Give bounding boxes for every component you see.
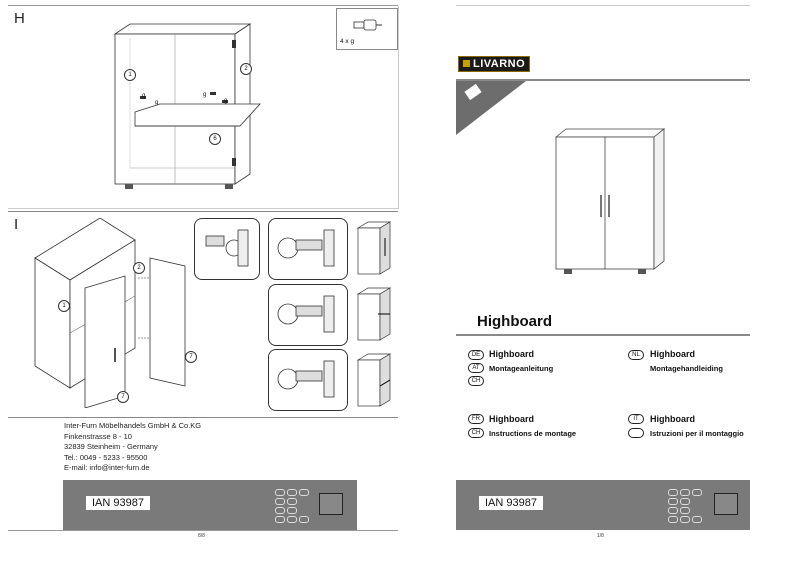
callout-7: 7 [117, 391, 129, 403]
lang-title-de: Highboard [489, 349, 534, 359]
product-title: Highboard [477, 313, 552, 330]
hinge-adjust-icon [277, 229, 335, 267]
flag-icon [668, 498, 678, 505]
barcode-box [319, 493, 343, 515]
ian-number: IAN 93987 [479, 496, 543, 510]
company-city: 32839 Steinheim - Germany [64, 442, 158, 452]
flag-icon [692, 489, 702, 496]
lang-sub-de: Montageanleitung [489, 364, 554, 373]
lang-sub-it: Istruzioni per il montaggio [650, 429, 744, 438]
product-image [554, 128, 666, 274]
callout-6: 6 [209, 133, 221, 145]
page-number: 1/8 [597, 533, 604, 539]
callout-2: 2 [133, 262, 145, 274]
flag-icon [275, 489, 285, 496]
company-phone: Tel.: 0049 - 5233 - 95500 [64, 452, 148, 462]
callout-1: 1 [58, 300, 70, 312]
flag-icon [287, 507, 297, 514]
callout-2: 2 [240, 63, 252, 75]
barcode-box [714, 493, 738, 515]
lang-code-fr: FR [468, 414, 484, 424]
step-h-illustration [113, 23, 261, 189]
flag-icon [680, 489, 690, 496]
flag-icon [275, 516, 285, 523]
flag-icon [299, 489, 309, 496]
header-rule [456, 79, 750, 81]
door-adjust-vertical-icon [356, 221, 392, 275]
top-rule [456, 5, 750, 6]
flag-icon [275, 507, 285, 514]
step-h-label: H [14, 10, 25, 27]
g-label: g [142, 93, 146, 99]
flag-icon [287, 498, 297, 505]
logo-mark [463, 60, 470, 67]
flag-icon [668, 516, 678, 523]
ian-number: IAN 93987 [86, 496, 150, 510]
flag-icon [287, 489, 297, 496]
section-divider [8, 417, 398, 418]
flag-icon [680, 516, 690, 523]
flag-icon [287, 516, 297, 523]
company-address: Inter-Furn Möbelhandels GmbH & Co.KG Fin… [64, 421, 201, 474]
livarno-logo: LIVARNO [458, 56, 531, 72]
lang-title-nl: Highboard [650, 349, 695, 359]
bottom-rule [8, 530, 398, 531]
door-adjust-horizontal-icon [356, 287, 392, 341]
title-rule [456, 334, 750, 336]
corner-banner [456, 81, 526, 135]
door-adjust-depth-icon [356, 353, 392, 407]
hinge-icon [205, 229, 249, 267]
hardware-label: 4 x g [340, 38, 355, 45]
lang-sub-fr: Instructions de montage [489, 429, 577, 438]
top-rule [8, 5, 398, 6]
lang-code-it: IT [628, 414, 644, 424]
flag-icon [275, 498, 285, 505]
g-label: g [224, 98, 228, 104]
hinge-adjust-icon [277, 295, 335, 333]
page-number: 8/8 [198, 533, 205, 539]
lang-title-fr: Highboard [489, 414, 534, 424]
company-street: Finkenstrasse 8 - 10 [64, 431, 132, 441]
step-i-illustration [34, 218, 186, 408]
g-label: g [155, 100, 159, 106]
lang-code-empty [628, 428, 644, 438]
lang-code-ch: CH [468, 428, 484, 438]
right-page: LIVARNO Highboard DE Highboard AT Montag… [402, 0, 802, 567]
flag-icon [299, 516, 309, 523]
flag-icon [680, 498, 690, 505]
hinge-adjust-icon [277, 360, 335, 398]
flag-icon [668, 507, 678, 514]
brand-name: LIVARNO [473, 58, 526, 70]
lang-sub-nl: Montagehandleiding [650, 364, 723, 373]
lang-code-nl: NL [628, 350, 644, 360]
flag-icon [680, 507, 690, 514]
flag-icon [668, 489, 678, 496]
company-email: E-mail: info@inter-furn.de [64, 463, 150, 473]
lang-title-it: Highboard [650, 414, 695, 424]
connector-pin-icon [353, 19, 382, 31]
lang-code-de: DE [468, 350, 484, 360]
step-i-label: I [14, 216, 19, 233]
lang-code-ch: CH [468, 376, 484, 386]
company-name: Inter-Furn Möbelhandels GmbH & Co.KG [64, 421, 202, 430]
lang-code-at: AT [468, 363, 484, 373]
section-divider [8, 211, 398, 212]
g-label: g [203, 92, 207, 98]
callout-7: 7 [185, 351, 197, 363]
flag-icon [692, 516, 702, 523]
callout-1: 1 [124, 69, 136, 81]
left-page: H 1 2 6 g g g g 4 x g I [8, 5, 399, 539]
